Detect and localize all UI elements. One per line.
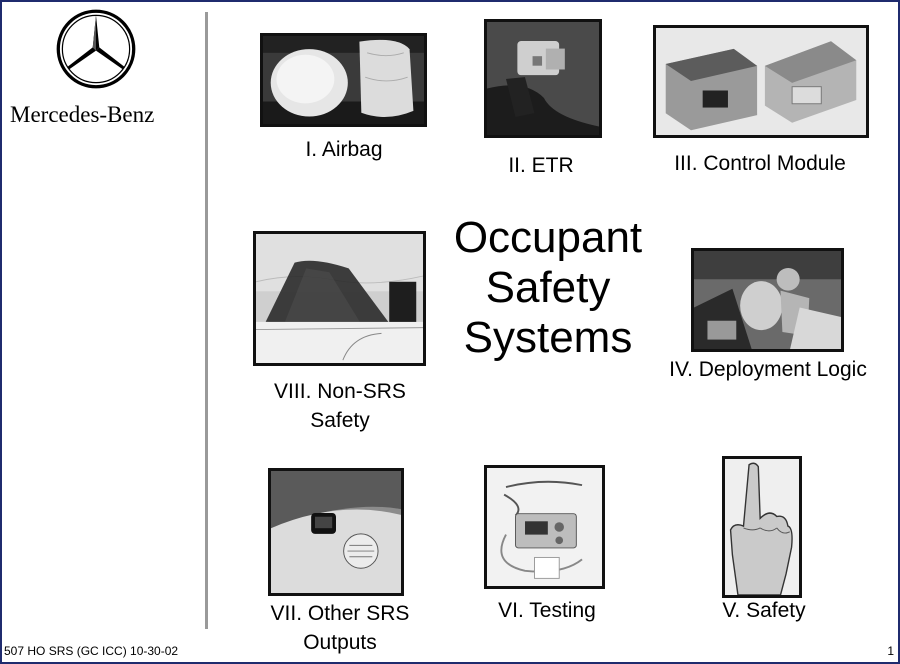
mercedes-star-logo-icon (56, 9, 136, 89)
other-srs-outputs-label-line-1: VII. Other SRS (270, 602, 410, 625)
page-title-line-1: Occupant (453, 213, 643, 262)
non-srs-safety-label-line-1: VIII. Non-SRS (274, 380, 406, 403)
page-title-line-3: Systems (463, 313, 633, 362)
other-srs-outputs-label: VII. Other SRS Outputs (271, 599, 410, 657)
deployment-logic-label: IV. Deployment Logic (669, 358, 867, 381)
control-module-photo (653, 25, 869, 138)
airbag-photo (260, 33, 427, 127)
deployment-logic-photo (691, 248, 844, 352)
page-title-line-2: Safety (485, 263, 611, 312)
brand-wordmark: Mercedes-Benz (10, 102, 155, 127)
testing-photo (484, 465, 605, 589)
document-code: 507 HO SRS (GC ICC) 10-30-02 (4, 644, 179, 658)
other-srs-outputs-photo (268, 468, 404, 596)
control-module-label: III. Control Module (674, 152, 846, 175)
other-srs-outputs-label-line-2: Outputs (303, 631, 377, 654)
etr-photo (484, 19, 602, 138)
airbag-label: I. Airbag (305, 138, 383, 161)
non-srs-safety-label-line-2: Safety (310, 409, 370, 432)
safety-photo (722, 456, 802, 598)
page-title: Occupant Safety Systems (454, 213, 642, 363)
testing-label: VI. Testing (498, 599, 596, 622)
non-srs-safety-label: VIII. Non-SRS Safety (274, 377, 406, 435)
safety-label: V. Safety (722, 599, 806, 622)
non-srs-safety-photo (253, 231, 426, 366)
vertical-divider (205, 12, 208, 629)
etr-label: II. ETR (508, 154, 574, 177)
page-number: 1 (887, 644, 894, 658)
